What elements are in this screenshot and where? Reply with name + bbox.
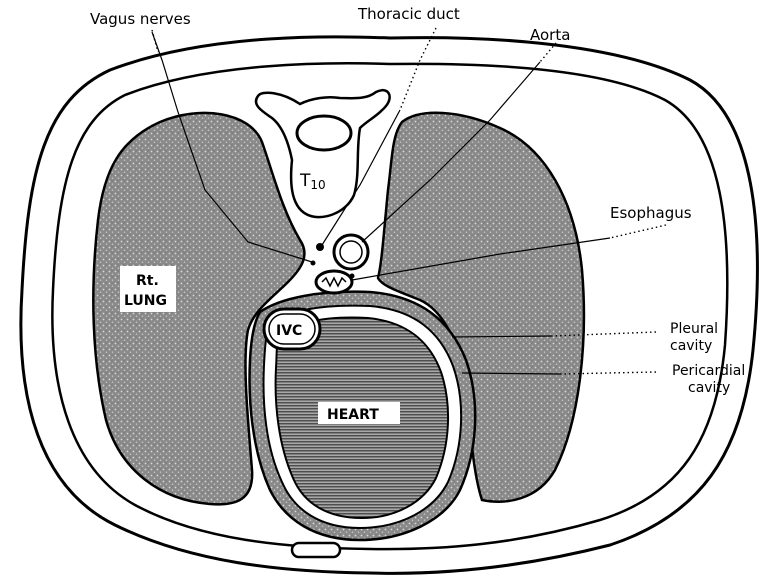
esophagus-label: Esophagus [610, 204, 692, 222]
esophagus [316, 271, 352, 293]
rt-lung-label-line1: Rt. [136, 273, 159, 289]
pericardial-cavity-label-line1: Pericardial [672, 363, 745, 379]
vagus-nerves-label: Vagus nerves [90, 10, 191, 28]
thoracic-duct-label: Thoracic duct [357, 5, 460, 23]
pleural-cavity-label-line1: Pleural [670, 321, 718, 337]
vertebral-canal [297, 116, 351, 150]
ivc-label: IVC [276, 323, 302, 339]
heart-label: HEART [327, 407, 379, 423]
pericardial-cavity-label-line2: cavity [688, 380, 730, 396]
aorta-label: Aorta [530, 26, 570, 44]
sternum [292, 543, 340, 557]
rt-lung-label-line2: LUNG [124, 293, 167, 309]
pleural-cavity-label-line2: cavity [670, 338, 712, 354]
vagus-nerve-right [350, 274, 355, 279]
